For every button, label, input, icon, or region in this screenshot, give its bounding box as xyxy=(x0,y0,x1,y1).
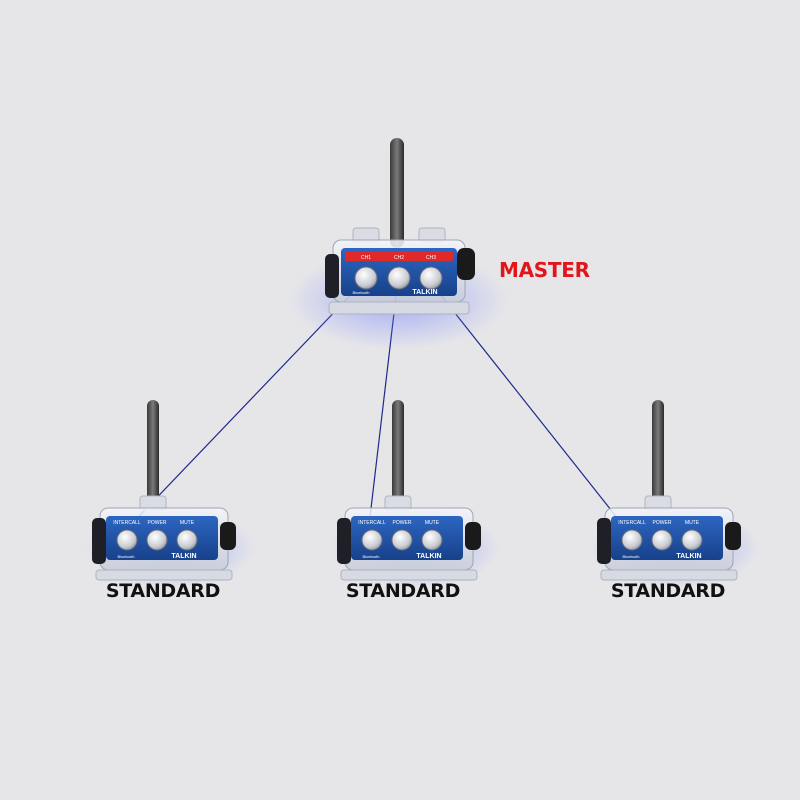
ch2-label: CH2 xyxy=(394,255,404,261)
power-button[interactable] xyxy=(651,529,673,551)
power-button[interactable] xyxy=(146,529,168,551)
bluetooth-text: Bluetooth xyxy=(623,554,640,559)
brand-text: TALKIN xyxy=(412,289,437,296)
mute-button[interactable] xyxy=(681,529,703,551)
mute-button[interactable] xyxy=(421,529,443,551)
ch2-button[interactable] xyxy=(387,266,411,290)
standard-unit-center: INTERCALL POWER MUTE Bluetooth TALKIN xyxy=(329,399,501,589)
volume-knob xyxy=(457,248,475,280)
power-label: POWER xyxy=(393,520,412,526)
intercall-label: INTERCALL xyxy=(618,520,646,526)
master-unit: CH1 CH2 CH3 Bluetooth TALKIN xyxy=(288,138,508,350)
ch3-label: CH3 xyxy=(426,255,436,261)
intercall-button[interactable] xyxy=(116,529,138,551)
power-button[interactable] xyxy=(391,529,413,551)
intercall-label: INTERCALL xyxy=(113,520,141,526)
standard-unit-right: INTERCALL POWER MUTE Bluetooth TALKIN xyxy=(589,399,761,589)
channel-strip xyxy=(345,251,453,261)
bluetooth-text: Bluetooth xyxy=(353,290,370,295)
intercall-button[interactable] xyxy=(621,529,643,551)
mute-label: MUTE xyxy=(425,520,440,526)
ch3-button[interactable] xyxy=(419,266,443,290)
mute-label: MUTE xyxy=(180,520,195,526)
brand-text: TALKIN xyxy=(416,553,441,560)
master-buttons: CH1 CH2 CH3 Bluetooth TALKIN xyxy=(353,255,443,296)
bluetooth-text: Bluetooth xyxy=(363,554,380,559)
standard-label-right: STANDARD xyxy=(610,580,726,602)
bluetooth-text: Bluetooth xyxy=(118,554,135,559)
brand-text: TALKIN xyxy=(171,553,196,560)
intercall-button[interactable] xyxy=(361,529,383,551)
ch1-button[interactable] xyxy=(354,266,378,290)
power-label: POWER xyxy=(653,520,672,526)
standard-unit-left: INTERCALL POWER MUTE Bluetooth TALKIN xyxy=(84,399,256,589)
intercall-label: INTERCALL xyxy=(358,520,386,526)
standard-label-left: STANDARD xyxy=(105,580,221,602)
master-label: MASTER xyxy=(499,258,590,282)
antenna-icon xyxy=(390,138,404,248)
ch1-label: CH1 xyxy=(361,255,371,261)
power-label: POWER xyxy=(148,520,167,526)
brand-text: TALKIN xyxy=(676,553,701,560)
mute-button[interactable] xyxy=(176,529,198,551)
standard-label-center: STANDARD xyxy=(345,580,461,602)
mute-label: MUTE xyxy=(685,520,700,526)
